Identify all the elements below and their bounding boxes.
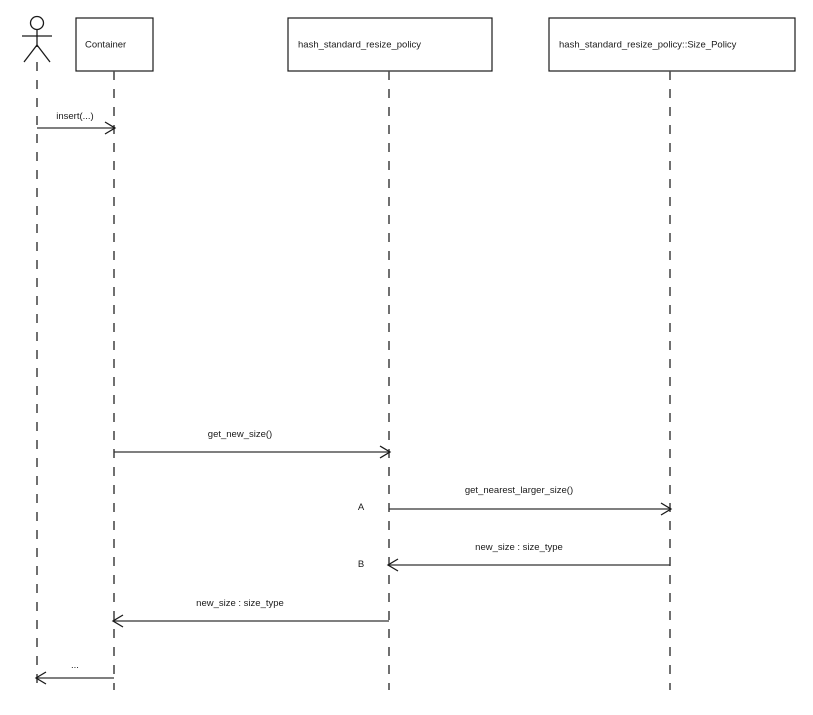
message-label-return-new-size-outer: new_size : size_type	[196, 598, 284, 609]
actor-head-icon	[29, 15, 45, 31]
actor-left-leg-line	[23, 44, 38, 63]
message-get-nearest-larger-size[interactable]: get_nearest_larger_size() A	[358, 485, 673, 516]
message-return-new-size-inner[interactable]: new_size : size_type B	[358, 542, 670, 572]
message-tag-a: A	[358, 502, 365, 513]
participant-box-size-policy[interactable]	[548, 17, 796, 72]
message-label-get-new-size: get_new_size()	[208, 429, 272, 440]
participant-label-container: Container	[85, 40, 126, 51]
participant-label-size-policy: hash_standard_resize_policy::Size_Policy	[559, 40, 737, 51]
message-return-ellipsis[interactable]: ...	[34, 660, 114, 685]
participant-container[interactable]: Container	[75, 17, 154, 72]
message-label-insert: insert(...)	[56, 111, 93, 122]
participant-label-resize-policy: hash_standard_resize_policy	[298, 40, 421, 51]
participant-resize-policy[interactable]: hash_standard_resize_policy	[287, 17, 493, 72]
arrowhead-left-return-ellipsis	[34, 671, 47, 685]
message-label-return-ellipsis: ...	[71, 660, 79, 671]
message-tag-b: B	[358, 559, 364, 570]
arrowhead-right-get-new-size	[379, 445, 392, 459]
message-label-return-new-size-inner: new_size : size_type	[475, 542, 563, 553]
actor-figure	[22, 15, 52, 63]
actor-right-leg-line	[36, 44, 51, 63]
participant-box-resize-policy[interactable]	[287, 17, 493, 72]
arrowhead-right-insert	[104, 121, 117, 135]
message-return-new-size-outer[interactable]: new_size : size_type	[111, 598, 389, 628]
message-insert[interactable]: insert(...)	[37, 111, 117, 135]
arrowhead-left-return-new-size-inner	[386, 558, 399, 572]
arrowhead-right-get-nearest-larger-size	[660, 502, 673, 516]
arrowhead-left-return-new-size-outer	[111, 614, 124, 628]
participant-size-policy[interactable]: hash_standard_resize_policy::Size_Policy	[548, 17, 796, 72]
message-label-get-nearest-larger-size: get_nearest_larger_size()	[465, 485, 573, 496]
participant-box-container[interactable]	[75, 17, 154, 72]
message-get-new-size[interactable]: get_new_size()	[114, 429, 392, 459]
